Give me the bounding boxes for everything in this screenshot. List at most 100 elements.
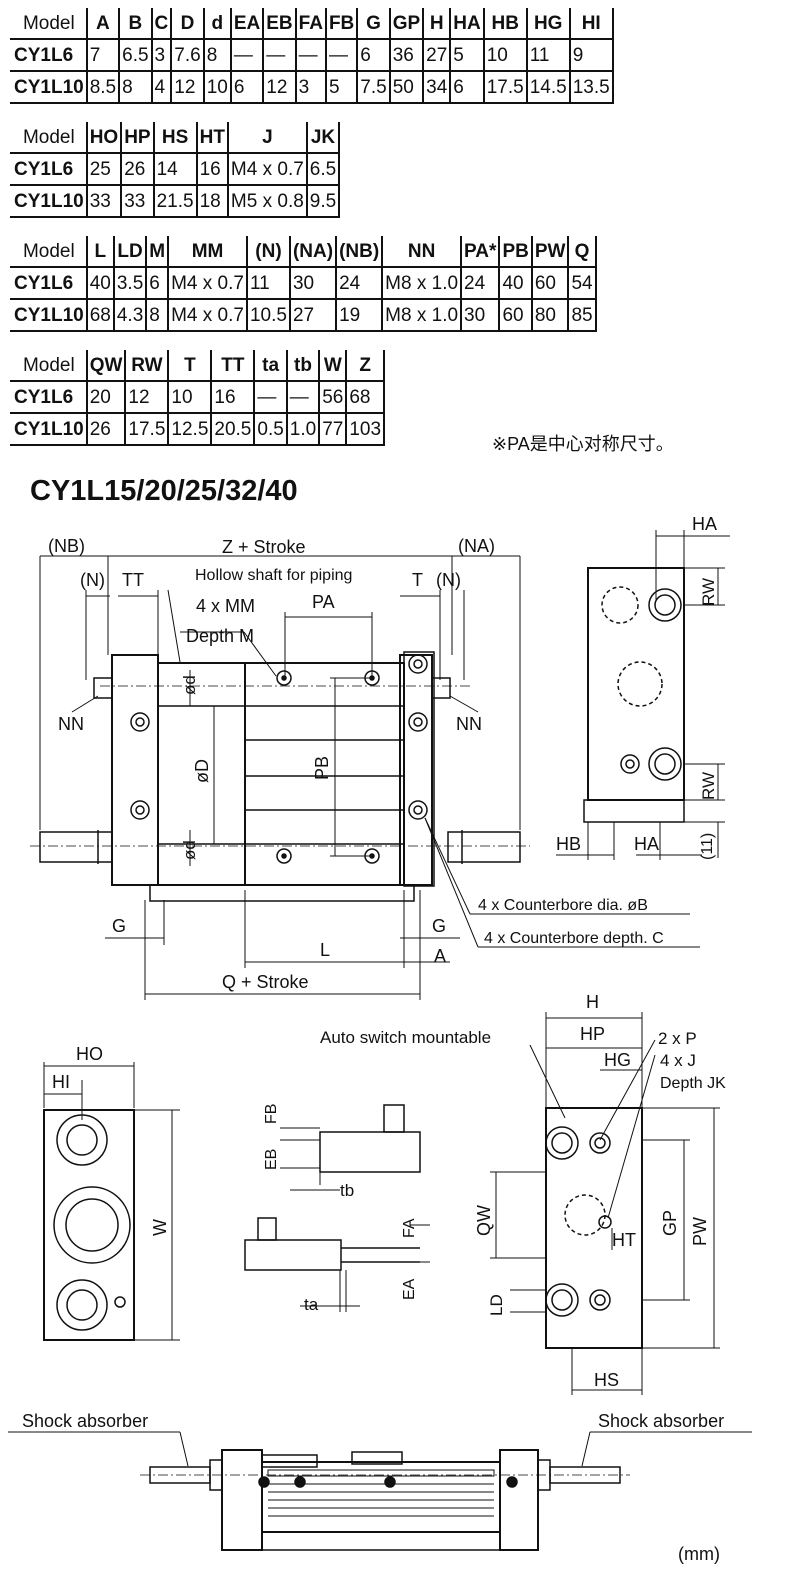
h-label: H [586, 992, 599, 1012]
hi-label: HI [52, 1072, 70, 1092]
value-cell: M8 x 1.0 [382, 267, 463, 300]
top-view: H Auto switch mountable HP 2 x P HG 4 x … [320, 992, 726, 1395]
value-cell: — [263, 39, 297, 72]
value-cell: M5 x 0.8 [227, 185, 308, 218]
value-cell: 5 [325, 71, 359, 104]
header-cell: EB [263, 8, 297, 40]
auto-switch-label: Auto switch mountable [320, 1028, 491, 1047]
value-cell: 11 [246, 267, 291, 300]
g-left-label: G [112, 916, 126, 936]
value-cell: 33 [86, 185, 123, 218]
hg-label: HG [604, 1050, 631, 1070]
value-cell: 20 [86, 381, 127, 414]
value-cell: 9.5 [306, 185, 341, 218]
counterbore-depth-label: 4 x Counterbore depth. C [484, 930, 664, 947]
value-cell: — [295, 39, 327, 72]
value-cell: M8 x 1.0 [382, 299, 463, 332]
l-label: L [320, 940, 330, 960]
header-cell: Z [346, 350, 386, 382]
nn-left-label: NN [58, 714, 84, 734]
value-cell: 12 [263, 71, 297, 104]
n-right-label: (N) [436, 570, 461, 590]
value-cell: 12.5 [168, 413, 213, 446]
header-cell: W [319, 350, 348, 382]
eb-label: EB [263, 1149, 280, 1170]
value-cell: 6 [357, 39, 391, 72]
value-cell: 30 [461, 299, 501, 332]
value-cell: — [254, 381, 288, 414]
header-cell: tb [286, 350, 321, 382]
value-cell: 33 [121, 185, 155, 218]
header-cell: D [171, 8, 205, 40]
value-cell: 16 [196, 153, 229, 186]
model-cell: CY1L6 [10, 267, 88, 300]
value-cell: 60 [531, 267, 570, 300]
rw-bottom-label: RW [699, 772, 718, 800]
model-cell: CY1L6 [10, 381, 88, 414]
model-cell: CY1L6 [10, 39, 88, 72]
header-cell: FA [295, 8, 327, 40]
q-stroke-label: Q + Stroke [222, 972, 309, 992]
header-cell: LD [113, 236, 148, 268]
header-cell: T [168, 350, 213, 382]
g-right-label: G [432, 916, 446, 936]
d-lower-label: ød [180, 840, 199, 860]
value-cell: — [325, 39, 359, 72]
value-cell: 14 [153, 153, 198, 186]
pb-label: PB [312, 756, 332, 780]
value-cell: 85 [568, 299, 597, 332]
header-cell: HI [569, 8, 614, 40]
unit-label: (mm) [678, 1544, 720, 1564]
value-cell: 8 [146, 299, 170, 332]
value-cell: 16 [211, 381, 256, 414]
header-cell: QW [86, 350, 127, 382]
value-cell: 20.5 [211, 413, 256, 446]
value-cell: 17.5 [125, 413, 170, 446]
nn-right-label: NN [456, 714, 482, 734]
value-cell: 3 [151, 39, 173, 72]
value-cell: 27 [289, 299, 338, 332]
value-cell: 1.0 [286, 413, 321, 446]
header-cell: (N) [246, 236, 291, 268]
value-cell: 14.5 [526, 71, 571, 104]
hollow-shaft-label: Hollow shaft for piping [195, 567, 352, 584]
value-cell: 34 [423, 71, 452, 104]
ht-label: HT [612, 1230, 636, 1250]
hs-label: HS [594, 1370, 619, 1390]
value-cell: 11 [526, 39, 571, 72]
header-cell: HB [483, 8, 528, 40]
a-label: A [434, 946, 446, 966]
value-cell: 54 [568, 267, 597, 300]
header-cell: L [86, 236, 115, 268]
value-cell: 56 [319, 381, 348, 414]
header-cell: FB [325, 8, 359, 40]
value-cell: 8 [119, 71, 153, 104]
value-cell: 6.5 [306, 153, 341, 186]
mm-label: 4 x MM [196, 596, 255, 616]
d-upper-label: ød [180, 675, 199, 695]
pa-note: ※PA是中心对称尺寸。 [492, 434, 674, 454]
value-cell: 68 [346, 381, 386, 414]
gp-label: GP [660, 1210, 680, 1236]
z-stroke-label: Z + Stroke [222, 537, 306, 557]
t-label: T [412, 570, 423, 590]
series-title: CY1L15/20/25/32/40 [30, 475, 298, 507]
model-cell: CY1L10 [10, 299, 88, 332]
qw-label: QW [474, 1205, 494, 1236]
value-cell: 6.5 [119, 39, 153, 72]
value-cell: 6 [230, 71, 265, 104]
header-cell: C [151, 8, 173, 40]
header-cell: (NA) [289, 236, 338, 268]
header-cell: G [357, 8, 391, 40]
header-cell: HA [450, 8, 485, 40]
value-cell: 77 [319, 413, 348, 446]
value-cell: 6 [450, 71, 485, 104]
front-view: (NB) Z + Stroke (NA) (N) TT Hollow shaft… [30, 536, 700, 1000]
